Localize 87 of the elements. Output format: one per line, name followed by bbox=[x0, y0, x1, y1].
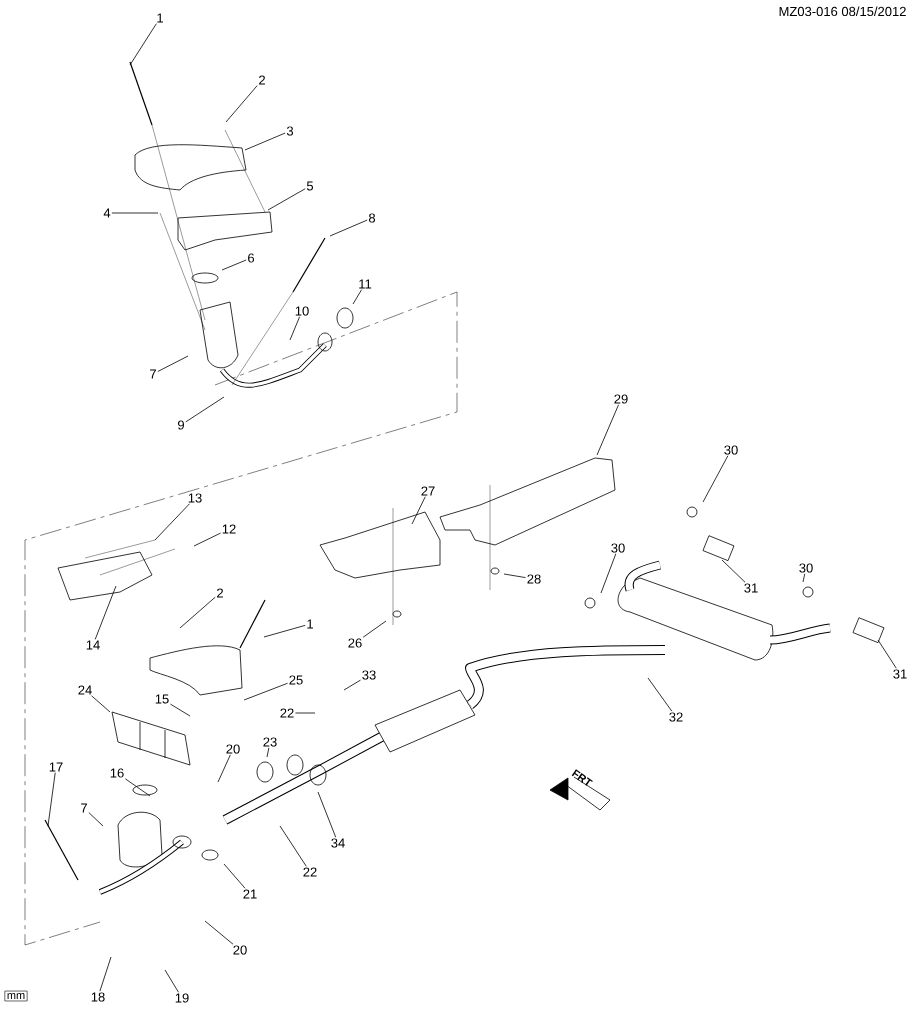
leader-line bbox=[343, 679, 361, 691]
leader-line bbox=[596, 404, 619, 456]
leader-line bbox=[295, 712, 316, 714]
leader-line bbox=[164, 969, 179, 993]
leader-line bbox=[802, 573, 806, 583]
callout-number: 6 bbox=[248, 253, 255, 263]
callout-number: 7 bbox=[81, 803, 87, 813]
leader-line bbox=[124, 778, 151, 797]
callout-number: 33 bbox=[362, 670, 376, 680]
callout-number: 22 bbox=[303, 867, 317, 877]
leader-line bbox=[600, 553, 617, 594]
leader-line bbox=[170, 703, 191, 717]
callout-number: 20 bbox=[233, 945, 247, 955]
callout-number: 28 bbox=[527, 574, 541, 584]
callout-number: 27 bbox=[421, 486, 435, 496]
callout-number: 7 bbox=[150, 369, 156, 379]
callout-number: 30 bbox=[724, 445, 738, 455]
callout-number: 20 bbox=[226, 744, 240, 754]
leader-line bbox=[647, 677, 673, 712]
leader-line bbox=[225, 85, 258, 123]
drawing-number: MZ03-016 08/15/2012 bbox=[779, 6, 906, 17]
leader-line bbox=[317, 791, 337, 838]
leader-line bbox=[157, 355, 189, 372]
callout-number: 12 bbox=[222, 524, 236, 534]
leader-line bbox=[193, 532, 221, 547]
leader-line bbox=[88, 812, 104, 827]
callout-number: 22 bbox=[280, 708, 294, 718]
callout-number: 11 bbox=[359, 279, 372, 289]
callout-number: 30 bbox=[799, 563, 813, 573]
leader-line bbox=[223, 863, 246, 889]
callout-number: 2 bbox=[259, 75, 265, 85]
leader-line bbox=[279, 825, 307, 867]
leader-line bbox=[243, 682, 288, 701]
callout-number: 14 bbox=[86, 640, 100, 650]
callout-number: 21 bbox=[243, 889, 257, 899]
callout-number: 17 bbox=[49, 762, 63, 772]
leader-line bbox=[154, 503, 190, 541]
leader-line bbox=[91, 695, 111, 713]
callout-number: 29 bbox=[614, 394, 628, 404]
leader-line bbox=[289, 316, 300, 341]
callout-number: 26 bbox=[348, 638, 362, 648]
callout-number: 19 bbox=[175, 993, 189, 1003]
callout-number: 1 bbox=[307, 619, 313, 629]
leader-line bbox=[244, 132, 286, 151]
leader-line bbox=[129, 23, 157, 66]
callout-number: 23 bbox=[263, 737, 277, 747]
leader-line bbox=[721, 559, 746, 583]
callout-number: 2 bbox=[217, 588, 223, 598]
leader-line bbox=[267, 188, 306, 211]
direction-label: FRT bbox=[571, 769, 593, 786]
callout-number: 4 bbox=[103, 208, 111, 218]
leader-line bbox=[411, 496, 426, 525]
callout-number: 18 bbox=[91, 992, 105, 1002]
callout-number: 9 bbox=[178, 420, 184, 430]
callout-number: 10 bbox=[295, 306, 309, 316]
callout-number: 13 bbox=[188, 493, 202, 503]
leader-line bbox=[503, 573, 526, 578]
leader-line bbox=[329, 219, 368, 237]
leader-line bbox=[94, 585, 117, 640]
callout-number: 16 bbox=[110, 768, 124, 778]
callout-number: 31 bbox=[744, 583, 758, 593]
leader-line bbox=[47, 772, 56, 827]
leader-line bbox=[877, 639, 897, 669]
callout-number: 15 bbox=[155, 694, 169, 704]
callout-number: 31 bbox=[893, 669, 907, 679]
leader-line bbox=[111, 212, 159, 214]
callout-number: 34 bbox=[331, 838, 345, 848]
callout-number: 8 bbox=[368, 213, 376, 223]
callout-number: 1 bbox=[157, 13, 163, 23]
leader-line bbox=[702, 455, 729, 503]
callout-number: 25 bbox=[289, 675, 303, 685]
callout-number: 5 bbox=[306, 181, 314, 191]
callout-number: 32 bbox=[669, 712, 683, 722]
leader-line bbox=[266, 747, 270, 758]
leader-line bbox=[352, 289, 362, 305]
leader-line bbox=[179, 596, 216, 629]
unit-box: mm bbox=[4, 990, 28, 1002]
leader-line bbox=[362, 620, 387, 638]
leader-line bbox=[185, 396, 225, 423]
callout-number: 30 bbox=[611, 543, 625, 553]
callout-number: 24 bbox=[78, 685, 92, 695]
leader-line bbox=[217, 754, 231, 783]
callout-number: 3 bbox=[286, 126, 294, 136]
leader-line bbox=[221, 259, 247, 271]
leader-line bbox=[263, 624, 306, 638]
leader-line bbox=[99, 956, 112, 992]
leader-line bbox=[204, 920, 234, 945]
